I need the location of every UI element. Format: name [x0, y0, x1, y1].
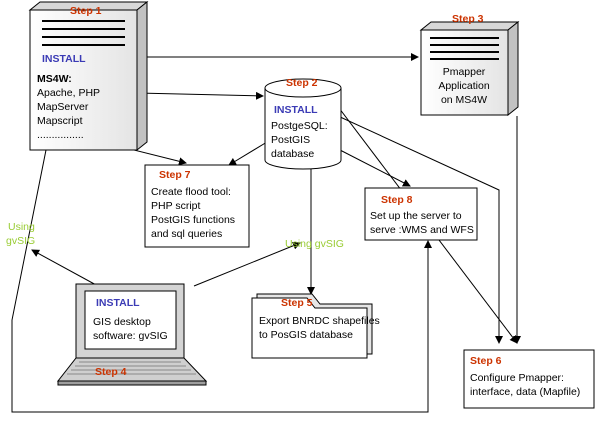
step8-label: Step 8 — [381, 194, 413, 206]
connectors — [11, 53, 521, 413]
step6-box: Step 6 Configure Pmapper: interface, dat… — [463, 349, 595, 409]
step3-server: Step 3 Pmapper Application on MS4W — [419, 13, 520, 117]
step4-line-1: GIS desktop — [93, 316, 151, 328]
step5-folder: Step 5 Export BNRDC shapefiles to PosGIS… — [251, 293, 380, 359]
step1-vent-lines — [42, 20, 125, 46]
step4-install: INSTALL — [96, 297, 140, 309]
laptop-screen — [84, 290, 177, 350]
step5-label: Step 5 — [281, 297, 313, 309]
using-gvsig-mid: Using gvSIG — [285, 238, 344, 250]
step8-rect — [364, 187, 478, 241]
step4-label: Step 4 — [95, 366, 127, 378]
step1-server-side — [136, 0, 148, 152]
step2-label: Step 2 — [286, 77, 318, 89]
step1-heading: MS4W: — [37, 73, 72, 85]
step6-label: Step 6 — [470, 355, 502, 367]
step6-line-1: Configure Pmapper: — [470, 372, 564, 384]
step2-line-3: database — [271, 148, 314, 160]
arrow-step4-using-gvsig — [193, 241, 301, 287]
step7-line-4: and sql queries — [151, 228, 222, 240]
step1-line-1: Apache, PHP — [37, 87, 100, 99]
arrow-step2-to-step6 — [337, 115, 503, 344]
laptop-keyboard-keys — [67, 361, 196, 375]
step7-line-2: PHP script — [151, 200, 200, 212]
step3-line-1: Pmapper — [443, 66, 486, 78]
arrow-step2-to-step8 — [339, 149, 411, 187]
step8-line-2: serve :WMS and WFS — [370, 224, 474, 236]
step1-line-3: Mapscript — [37, 115, 83, 127]
step7-line-3: PostGIS functions — [151, 214, 235, 226]
step1-install: INSTALL — [42, 53, 86, 65]
step2-cylinder-top — [264, 78, 342, 98]
step6-rect — [463, 349, 595, 409]
step1-line-4: ................ — [37, 129, 84, 141]
step4-line-2: software: gvSIG — [93, 330, 168, 342]
step1-server-front — [29, 9, 138, 151]
arrow-step1-to-step2 — [136, 91, 264, 100]
step3-vent-lines — [430, 37, 499, 60]
step7-line-1: Create flood tool: — [151, 186, 231, 198]
step5-line-1: Export BNRDC shapefiles — [259, 315, 380, 327]
step1-label: Step 1 — [70, 5, 102, 17]
step6-line-2: interface, data (Mapfile) — [470, 386, 580, 398]
step1-server: Step 1 INSTALL MS4W: Apache, PHP MapServ… — [28, 0, 149, 152]
step2-install: INSTALL — [274, 104, 318, 116]
step7-label: Step 7 — [159, 169, 191, 181]
arrow-step2-to-step7 — [228, 141, 268, 166]
step2-cylinder-body — [264, 88, 342, 170]
step3-line-3: on MS4W — [441, 94, 487, 106]
step8-box: Step 8 Set up the server to serve :WMS a… — [364, 187, 478, 241]
step2-database-cylinder: Step 2 INSTALL PostgeSQL: PostGIS databa… — [264, 77, 342, 170]
step3-server-side — [507, 20, 519, 117]
step5-line-2: to PosGIS database — [259, 329, 353, 341]
step1-line-2: MapServer — [37, 101, 89, 113]
step2-line-1: PostgeSQL: — [271, 120, 328, 132]
step5-folder-front — [251, 297, 368, 359]
step4-laptop: INSTALL GIS desktop software: gvSIG Step… — [56, 283, 208, 386]
using-gvsig-left-line-1: Using — [8, 221, 35, 233]
arrow-step1-loop-to-step8 — [11, 149, 432, 413]
arrow-step1-using-gvsig — [31, 249, 99, 287]
step7-box: Step 7 Create flood tool: PHP script Pos… — [144, 164, 250, 248]
using-gvsig-left-line-2: gvSIG — [6, 235, 35, 247]
laptop-base-edge — [57, 380, 207, 386]
step8-line-1: Set up the server to — [370, 210, 462, 222]
step2-line-2: PostGIS — [271, 134, 310, 146]
step7-rect — [144, 164, 250, 248]
step3-line-2: Application — [438, 80, 490, 92]
step3-label: Step 3 — [452, 13, 484, 25]
